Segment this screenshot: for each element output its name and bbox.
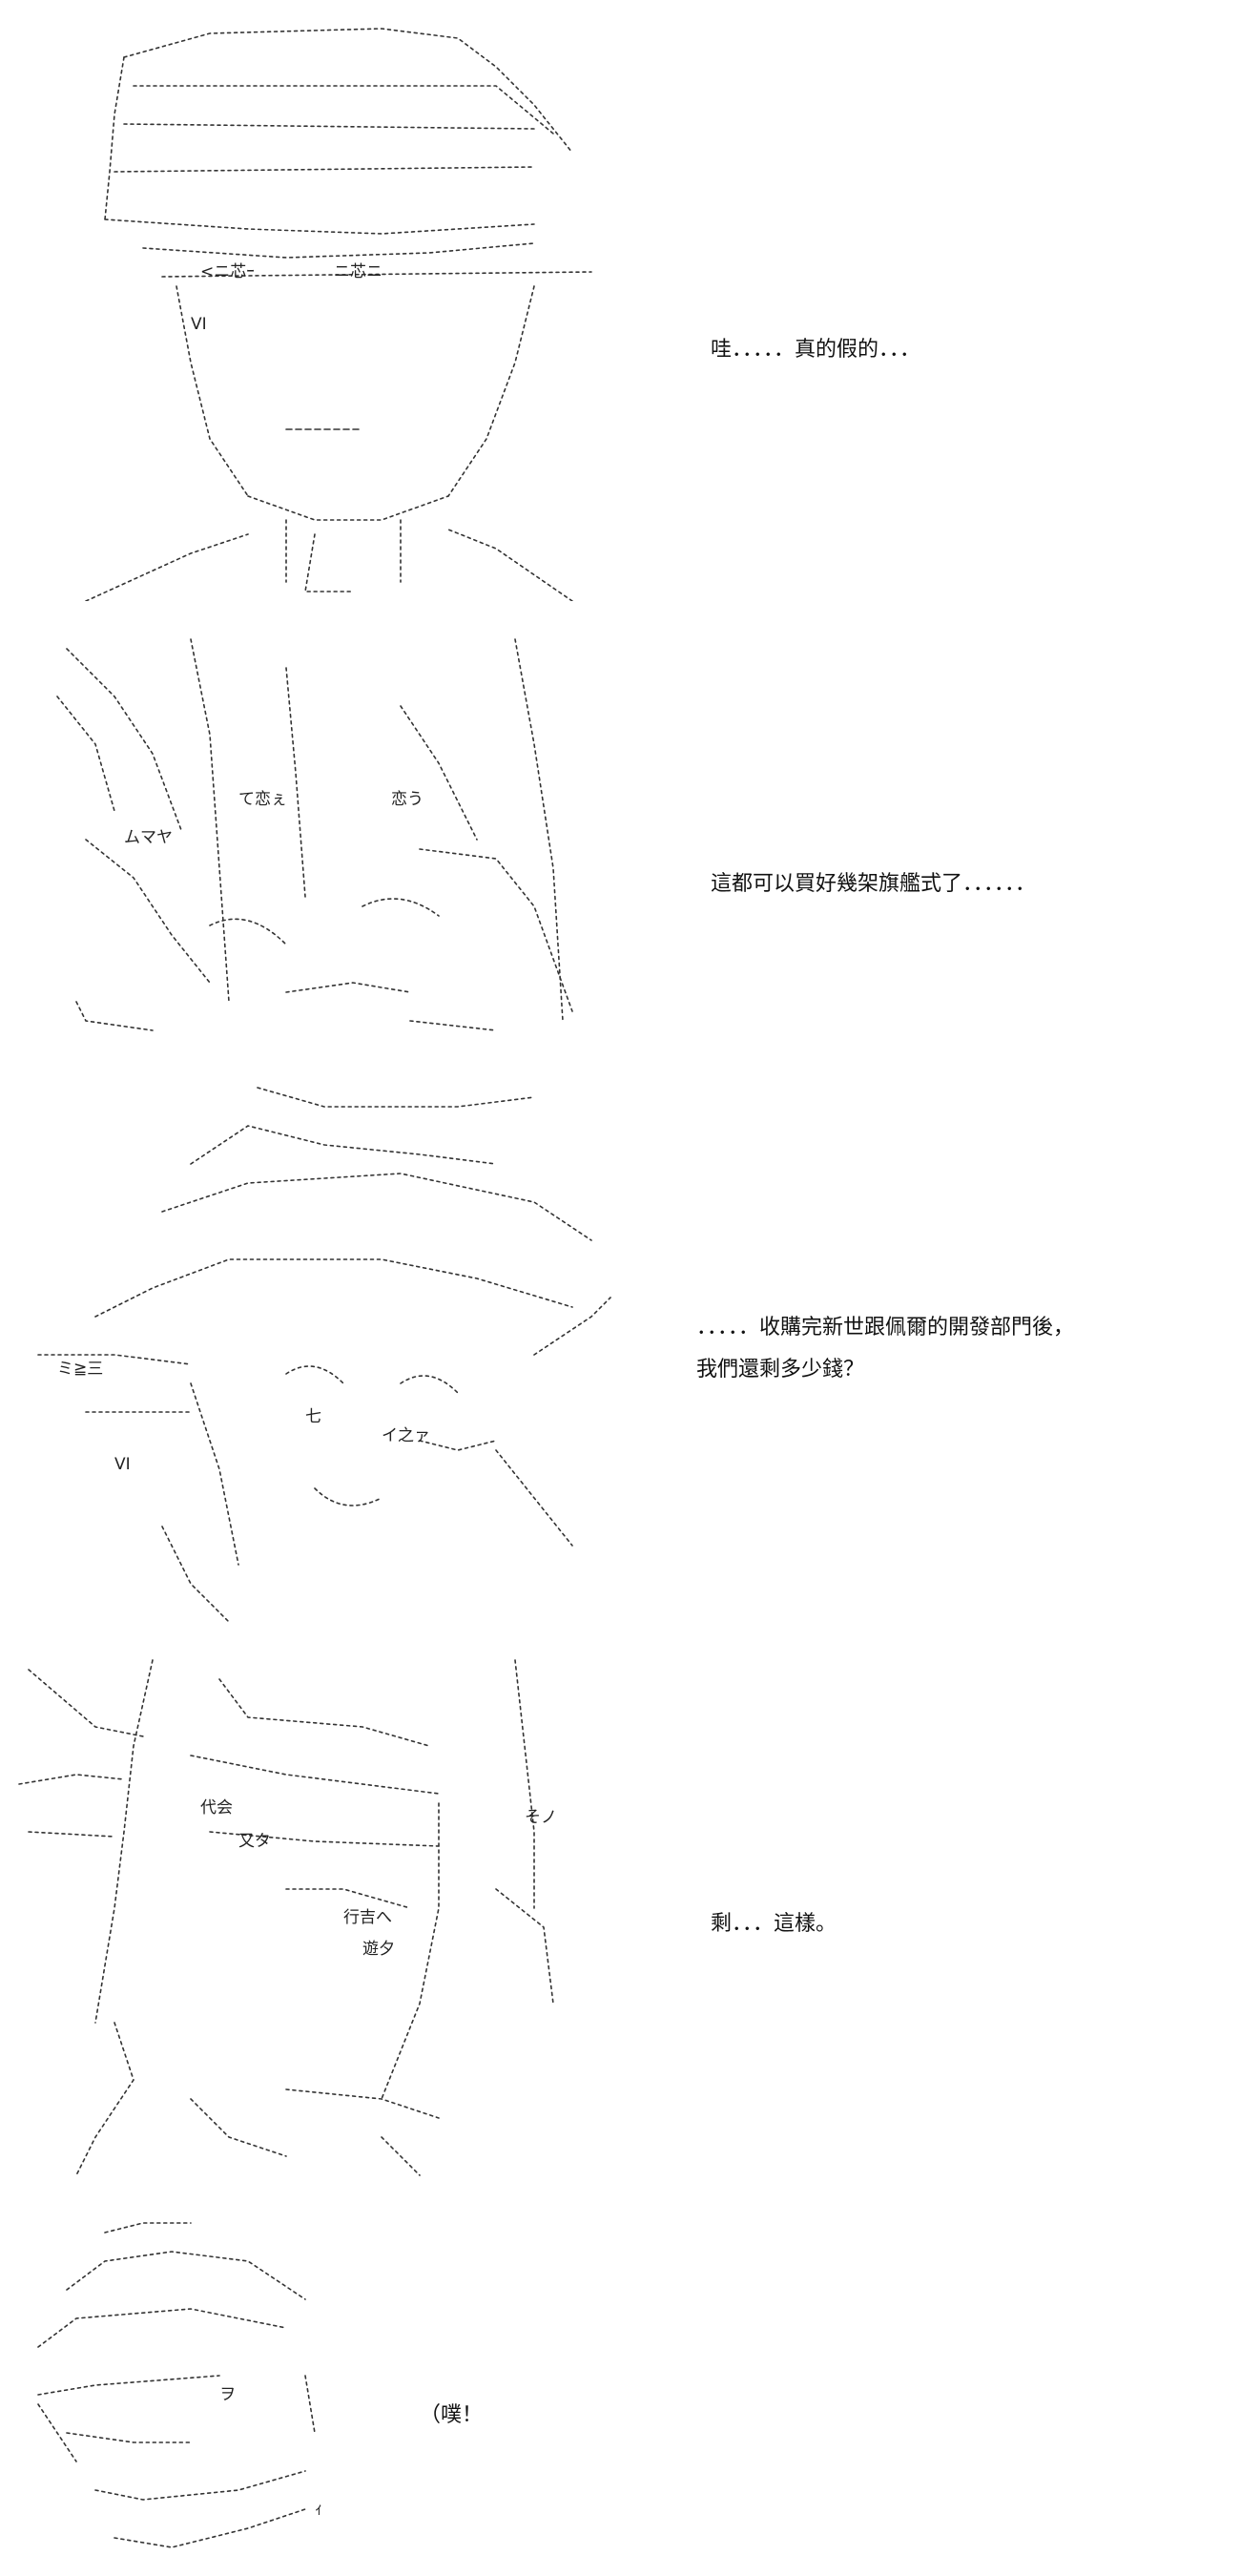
art-text: 代会 — [200, 1798, 233, 1818]
ascii-art-drawing: ミ≧三 VI イ之ァ 七 — [37, 1087, 611, 1622]
art-text: 七 — [305, 1407, 321, 1426]
ascii-art-drawing: ヲ ｨ — [37, 2222, 323, 2548]
dialogue-text: ．．．．．收購完新世跟佩爾的開發部門後， 我們還剩多少錢？ — [696, 1307, 1074, 1391]
ascii-art-figure-with-paper: 代会 又タ 行吉へ 遊夕 そノ — [0, 1641, 668, 2194]
dialogue-text: 這都可以買好幾架旗艦式了．．．．．． — [711, 863, 1036, 905]
ascii-art-girl-worried: ミ≧三 VI イ之ァ 七 — [0, 1069, 668, 1622]
art-text: ムマヤ — [124, 828, 173, 847]
panel-3: ミ≧三 VI イ之ァ 七 ．．．．．收購完新世跟佩爾的開發部門後， 我們還剩多少… — [0, 1069, 1240, 1622]
art-text: ミ≧三 — [57, 1360, 103, 1379]
ascii-art-boy-face: <ニ芯ｰ ニ芯ニ VI — [0, 0, 668, 601]
ascii-art-drawing: <ニ芯ｰ ニ芯ニ VI — [85, 28, 592, 601]
art-text: そノ — [525, 1808, 557, 1827]
dialogue-line: （噗！ — [420, 2403, 484, 2427]
ascii-art-drawing: 代会 又タ 行吉へ 遊夕 そノ — [18, 1659, 557, 2176]
ascii-art-drawing: て恋ぇ 恋う ムマヤ — [56, 638, 573, 1031]
panel-2: て恋ぇ 恋う ムマヤ 這都可以買好幾架旗艦式了．．．．．． — [0, 620, 1240, 1040]
panel-5: ヲ ｨ （噗！ — [0, 2204, 1240, 2566]
ascii-art-small-figure-laughing: ヲ ｨ — [0, 2204, 668, 2566]
art-text: ニ芯ニ — [334, 262, 382, 281]
dialogue-line: 這都可以買好幾架旗艦式了．．．．．． — [711, 872, 1037, 896]
art-text: ヲ — [219, 2385, 236, 2404]
dialogue-line: 剩．．．這樣。 — [711, 1912, 837, 1936]
dialogue-text: （噗！ — [420, 2395, 483, 2437]
dialogue-text: 哇．．．．．真的假的．．． — [711, 329, 920, 371]
dialogue-line: 我們還剩多少錢？ — [696, 1358, 865, 1381]
art-text: ｨ — [315, 2500, 323, 2519]
art-text: 遊夕 — [362, 1940, 395, 1959]
art-text: VI — [191, 315, 207, 334]
panel-1: <ニ芯ｰ ニ芯ニ VI 哇．．．．．真的假的．．． — [0, 0, 1240, 601]
art-text: 恋う — [391, 789, 424, 809]
ascii-art-girl-closed-eyes: て恋ぇ 恋う ムマヤ — [0, 620, 668, 1040]
panel-4: 代会 又タ 行吉へ 遊夕 そノ 剩．．．這樣。 — [0, 1641, 1240, 2194]
dialogue-text: 剩．．．這樣。 — [711, 1903, 837, 1945]
art-text: イ之ァ — [382, 1426, 430, 1445]
dialogue-line: ．．．．．收購完新世跟佩爾的開發部門後， — [696, 1316, 1075, 1340]
art-text: て恋ぇ — [238, 789, 287, 809]
art-text: 又タ — [238, 1832, 271, 1851]
dialogue-line: 哇．．．．．真的假的．．． — [711, 338, 921, 362]
art-text: <ニ芯ｰ — [200, 262, 255, 281]
art-text: VI — [114, 1455, 131, 1474]
art-text: 行吉へ — [343, 1908, 392, 1927]
